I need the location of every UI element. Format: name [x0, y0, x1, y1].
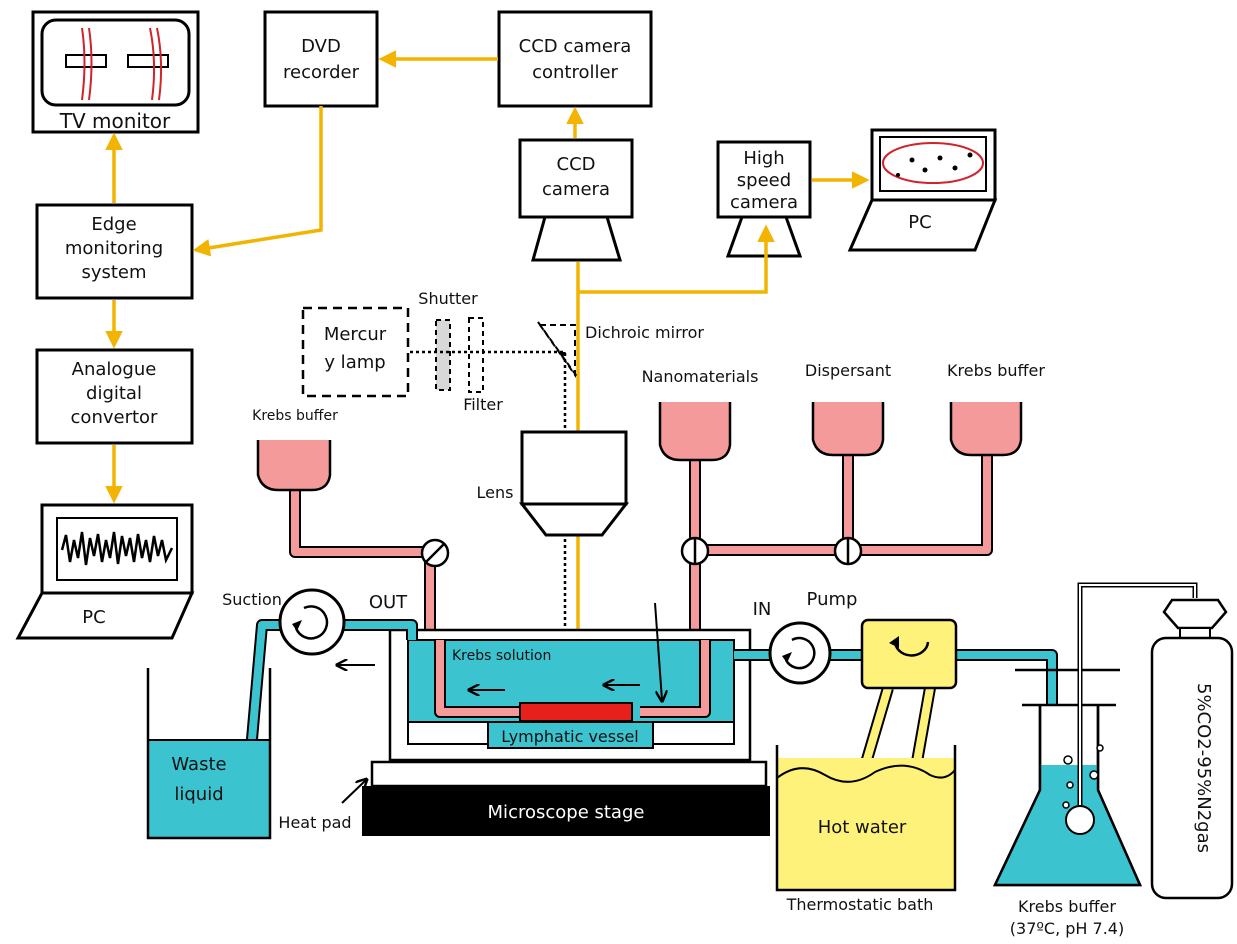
svg-text:CCD: CCD	[557, 154, 596, 175]
krebs-buffer-left-reservoir: Krebs buffer	[252, 408, 338, 492]
krebs-buffer-flask: Krebs buffer (37ºC, pH 7.4)	[993, 588, 1142, 938]
svg-text:monitoring: monitoring	[65, 238, 163, 259]
krebs-solution-chamber: Krebs solution Lymphatic vessel	[388, 602, 752, 762]
svg-text:Hot water: Hot water	[818, 817, 907, 838]
svg-text:DVD: DVD	[301, 36, 341, 57]
svg-text:Mercur: Mercur	[324, 324, 387, 345]
svg-text:Nanomaterials: Nanomaterials	[642, 367, 759, 386]
pc-top: PC	[847, 128, 998, 252]
nanomaterials-reservoir: Nanomaterials	[642, 367, 759, 462]
high-speed-camera: High speed camera	[716, 140, 812, 258]
shutter: Shutter	[418, 289, 478, 391]
svg-text:digital: digital	[86, 383, 142, 404]
svg-text:Krebs buffer: Krebs buffer	[1018, 897, 1116, 916]
svg-text:CCD camera: CCD camera	[519, 36, 632, 57]
svg-text:controller: controller	[532, 62, 618, 83]
edge-monitoring-system: Edge monitoring system	[35, 203, 194, 300]
svg-text:speed: speed	[737, 170, 791, 191]
svg-text:Suction: Suction	[222, 590, 282, 609]
svg-text:Dispersant: Dispersant	[805, 361, 891, 380]
svg-text:Heat pad: Heat pad	[278, 813, 351, 832]
svg-text:PC: PC	[82, 607, 105, 628]
gas-cylinder: 5%CO2-95%N2gas	[1077, 582, 1234, 900]
svg-text:Analogue: Analogue	[72, 359, 157, 380]
analogue-digital-convertor: Analogue digital convertor	[35, 348, 194, 445]
dvd-recorder: DVD recorder	[263, 10, 379, 108]
microscope-stage: Microscope stage	[362, 786, 770, 836]
svg-text:Dichroic mirror: Dichroic mirror	[585, 323, 704, 342]
svg-text:(37ºC, pH 7.4): (37ºC, pH 7.4)	[1010, 919, 1124, 938]
lens: Lens	[477, 430, 630, 537]
ccd-camera-controller: CCD camera controller	[497, 10, 653, 108]
svg-text:Shutter: Shutter	[418, 289, 478, 308]
svg-text:convertor: convertor	[71, 407, 159, 428]
svg-text:Krebs solution: Krebs solution	[452, 648, 551, 664]
svg-text:Krebs buffer: Krebs buffer	[252, 408, 338, 424]
krebs-buffer-right-reservoir: Krebs buffer	[947, 361, 1045, 457]
svg-text:system: system	[81, 262, 146, 283]
inflow-pump: IN Pump	[753, 589, 858, 685]
mercury-lamp: Mercur y lamp	[301, 306, 410, 398]
valves	[420, 536, 863, 568]
svg-text:Filter: Filter	[463, 395, 503, 414]
svg-text:Microscope stage: Microscope stage	[488, 802, 645, 823]
svg-text:recorder: recorder	[283, 62, 360, 83]
svg-text:IN: IN	[753, 599, 772, 620]
dispersant-reservoir: Dispersant	[805, 361, 891, 457]
ccd-camera: CCD camera	[518, 138, 634, 262]
lymphatic-vessel-label: Lymphatic vessel	[501, 727, 638, 746]
svg-text:camera: camera	[730, 192, 798, 213]
waste-liquid-container: Waste liquid	[146, 668, 272, 840]
gas-label: 5%CO2-95%N2gas	[1193, 683, 1214, 853]
svg-text:PC: PC	[908, 212, 931, 233]
pc-bottom: PC	[15, 503, 195, 640]
svg-text:y lamp: y lamp	[324, 352, 385, 373]
svg-text:OUT: OUT	[369, 592, 408, 613]
tv-monitor: TV monitor	[31, 10, 200, 134]
svg-text:Krebs buffer: Krebs buffer	[947, 361, 1045, 380]
svg-text:Edge: Edge	[91, 214, 136, 235]
suction-pump: Suction OUT	[222, 588, 408, 665]
filter: Filter	[463, 317, 503, 414]
svg-text:High: High	[743, 148, 784, 169]
svg-text:Lens: Lens	[477, 483, 514, 502]
thermostatic-bath: Hot water Thermostatic bath	[775, 618, 958, 914]
svg-text:Thermostatic bath: Thermostatic bath	[786, 895, 934, 914]
tv-monitor-label: TV monitor	[59, 109, 171, 133]
svg-text:camera: camera	[542, 179, 610, 200]
heat-pad: Heat pad	[278, 760, 768, 832]
svg-text:Waste: Waste	[171, 754, 226, 775]
svg-text:Pump: Pump	[807, 589, 858, 610]
dichroic-mirror: Dichroic mirror	[537, 321, 704, 379]
svg-text:liquid: liquid	[174, 784, 223, 805]
